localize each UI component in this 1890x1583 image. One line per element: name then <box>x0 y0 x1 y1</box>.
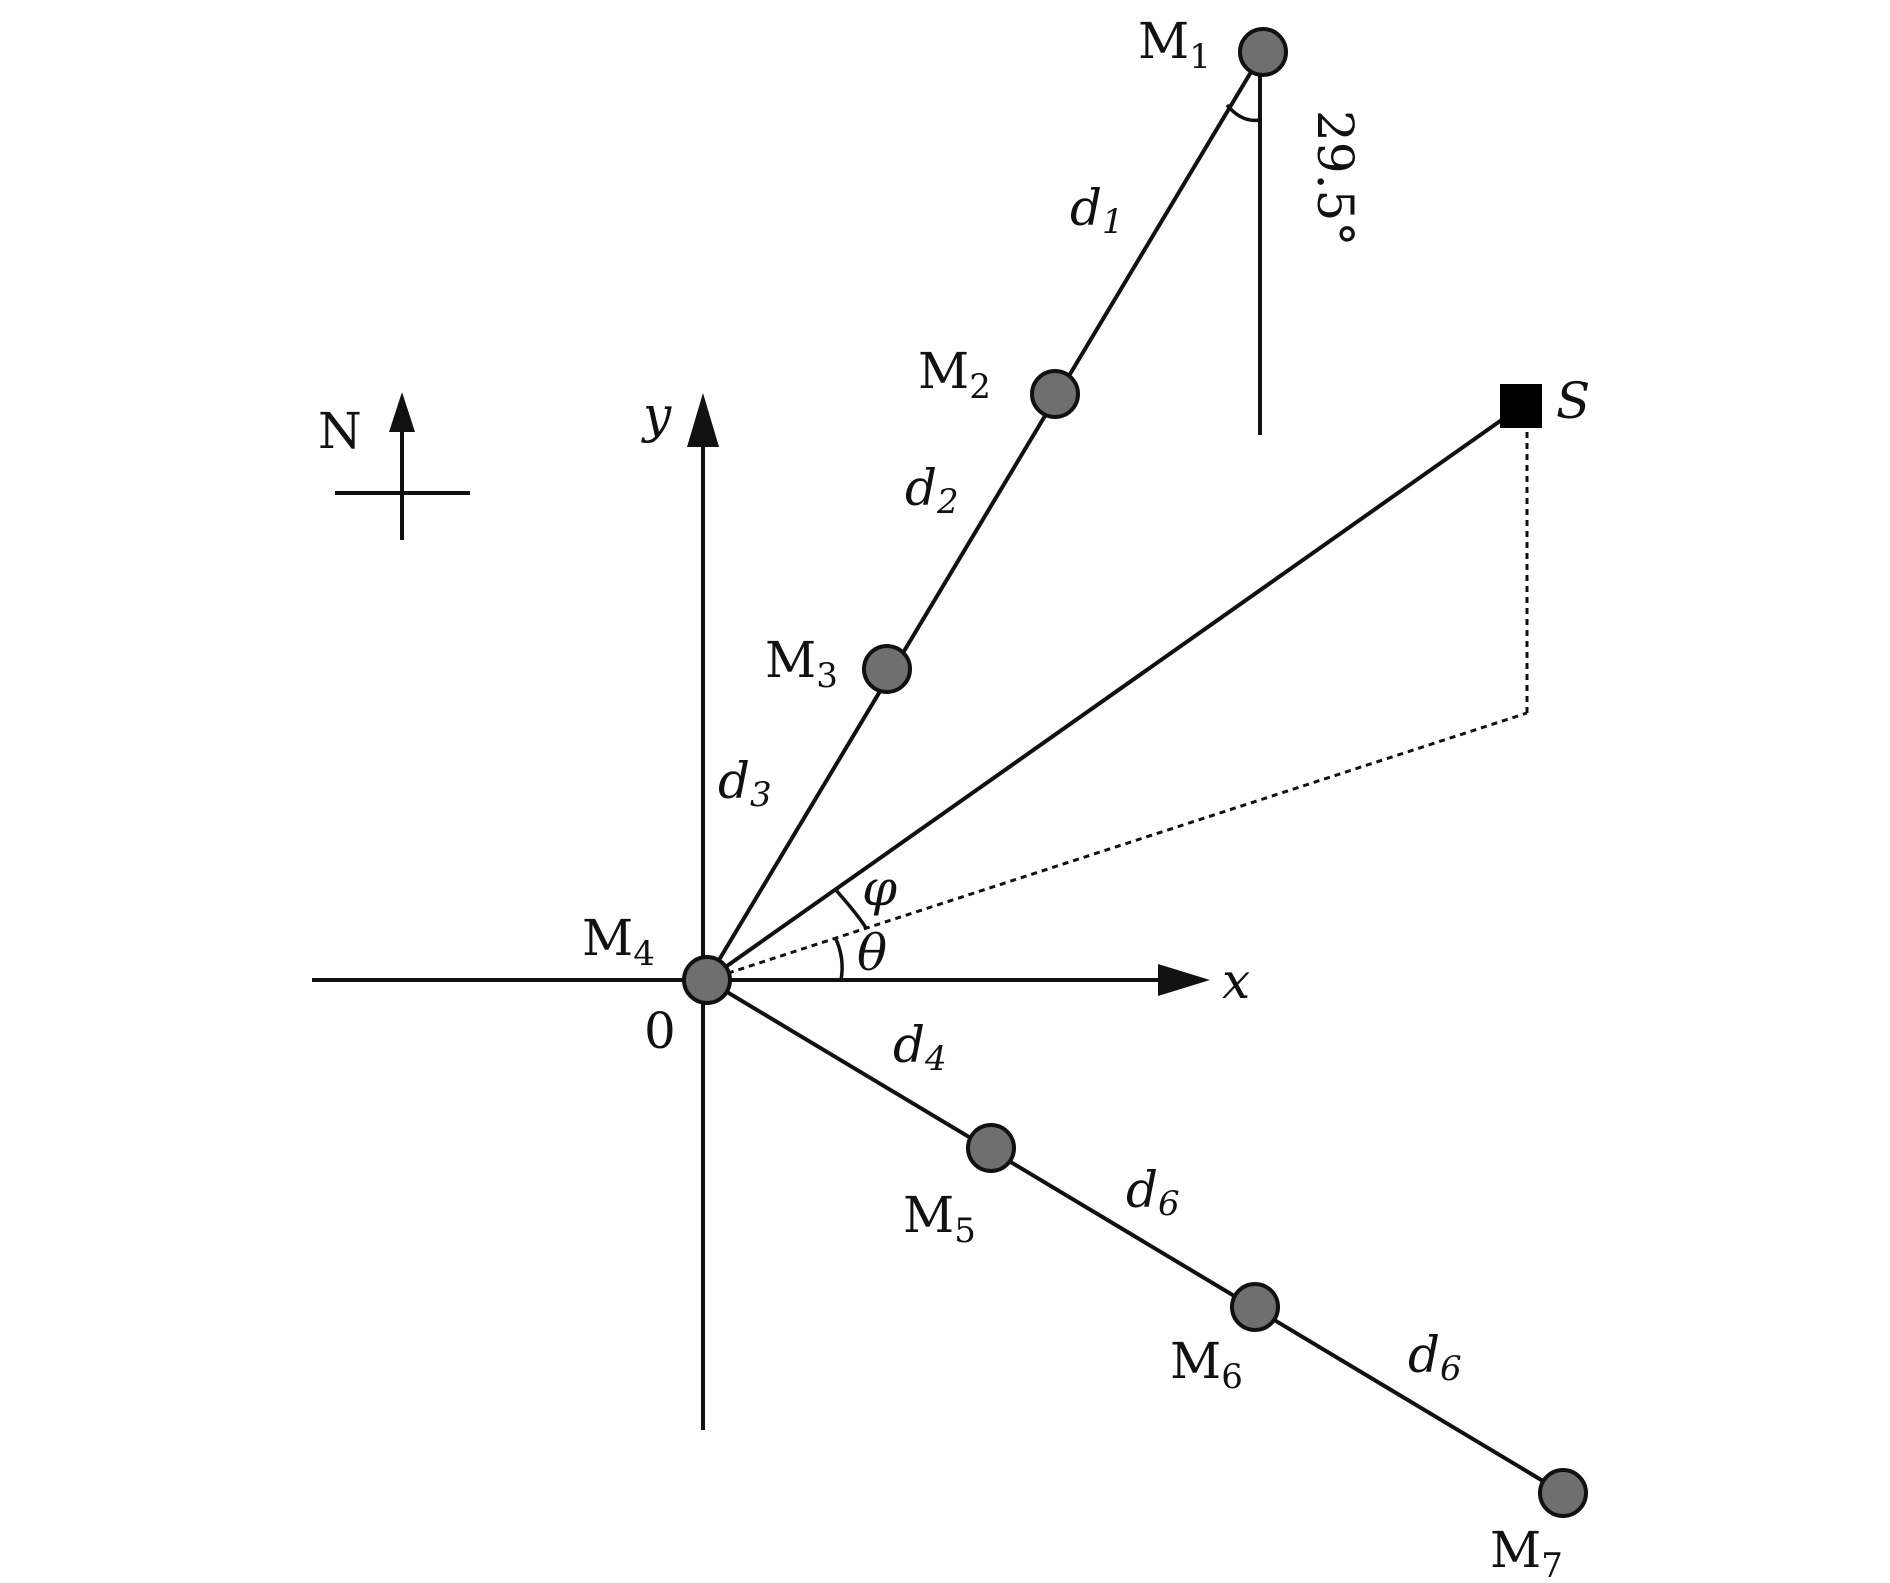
distance-label-d6-first: d6 <box>1126 1161 1180 1224</box>
phi-angle-arc <box>833 887 868 929</box>
y-axis-arrow-icon <box>687 393 719 447</box>
distance-label-d2: d2 <box>905 459 959 522</box>
y-axis-label: y <box>641 386 672 444</box>
source-direction-line <box>705 405 1522 982</box>
upper-array-line <box>705 50 1265 982</box>
mic-node-m5 <box>966 1123 1016 1173</box>
mic-label-m4: M4 <box>582 909 655 974</box>
tilt-angle-label: 29.5° <box>1306 110 1364 246</box>
phi-angle-label: φ <box>862 859 897 917</box>
theta-angle-arc <box>833 936 844 981</box>
microphone-nodes <box>682 27 1588 1518</box>
source-square <box>1500 384 1542 428</box>
mic-node-m6 <box>1230 1282 1280 1332</box>
distance-label-d1: d1 <box>1070 179 1124 242</box>
mic-node-m4 <box>682 955 732 1005</box>
north-arrow-icon <box>389 392 415 432</box>
x-axis-label: x <box>1222 952 1250 1010</box>
mic-node-m3 <box>862 644 912 694</box>
mic-label-m7: M7 <box>1490 1521 1563 1583</box>
distance-label-d4: d4 <box>893 1016 947 1079</box>
distance-labels: d1 d2 d3 d4 d6 d6 <box>718 179 1462 1389</box>
mic-label-m6: M6 <box>1170 1332 1243 1397</box>
x-axis-arrow-icon <box>1158 964 1210 996</box>
mic-label-m5: M5 <box>903 1186 976 1251</box>
mic-label-m2: M2 <box>918 342 991 407</box>
source-label: S <box>1556 372 1590 430</box>
coordinate-axes: x y 0 <box>312 386 1250 1430</box>
distance-label-d3: d3 <box>718 752 772 815</box>
mic-label-m1: M1 <box>1138 12 1211 77</box>
array-lines <box>705 50 1565 1495</box>
distance-label-d6-second: d6 <box>1408 1326 1462 1389</box>
mic-label-m3: M3 <box>765 631 838 696</box>
compass-north-label: N <box>318 402 362 460</box>
source-projection-line <box>706 711 1528 982</box>
microphone-labels: M1 M2 M3 M4 M5 M6 M7 <box>582 12 1563 1583</box>
tilt-angle-arc <box>1225 103 1261 123</box>
north-compass: N <box>318 392 470 540</box>
source-geometry: φ θ 29.5° S <box>705 110 1590 982</box>
origin-label: 0 <box>644 1002 676 1060</box>
mic-node-m7 <box>1538 1468 1588 1518</box>
theta-angle-label: θ <box>857 924 887 982</box>
mic-node-m2 <box>1030 369 1080 419</box>
mic-node-m1 <box>1238 27 1288 77</box>
lower-array-line <box>705 978 1565 1495</box>
